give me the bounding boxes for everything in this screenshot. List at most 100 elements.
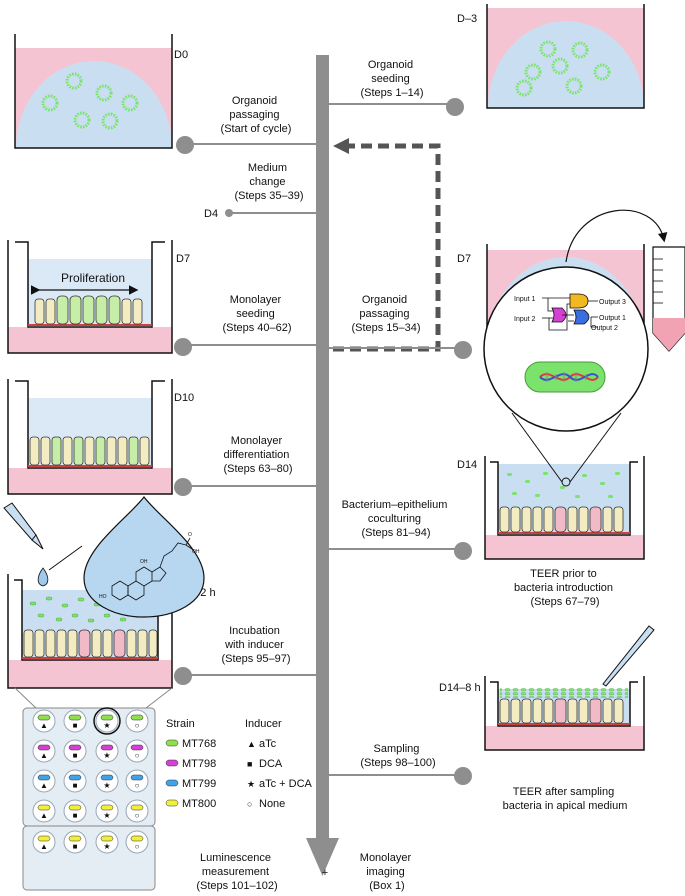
svg-text:O: O (188, 532, 192, 538)
teer-prior-label: TEER prior to bacteria introduction (Ste… (514, 568, 616, 608)
epithelial-cell (578, 698, 589, 724)
step-medium-change: Medium change (Steps 35–39) (234, 162, 303, 202)
plate-well: ▲ (32, 769, 56, 793)
well-inducer-symbol: ★ (103, 721, 110, 730)
timeline-branches (174, 98, 472, 785)
plus-sign: + (322, 867, 328, 879)
well-inducer-symbol: ▲ (40, 781, 48, 790)
well-inducer-symbol: ★ (103, 842, 110, 851)
inducer-droplet-icon (37, 567, 49, 587)
genetic-logic-circuit: Input 1 Input 2 Output 3 Output 1 Output… (514, 293, 626, 393)
svg-text:OH: OH (192, 549, 200, 555)
sampling-pipette-icon (602, 625, 655, 687)
well-inducer-symbol: ■ (73, 842, 78, 851)
well-inducer-symbol: ■ (73, 781, 78, 790)
legend-strain-label: MT768 (182, 738, 216, 750)
transwell-d10: D10 (7, 379, 194, 495)
plate-well: ○ (125, 739, 149, 763)
monolayer-cells-d10 (29, 436, 150, 466)
well-inducer-symbol: ■ (73, 811, 78, 820)
legend-strain-label: MT800 (182, 798, 216, 810)
step-monolayer-differentiation: Monolayer differentiation (Steps 63–80) (223, 435, 292, 475)
step-organoid-passaging-start: Organoid passaging (Start of cycle) (221, 95, 292, 135)
epithelial-cell (567, 698, 578, 724)
pipette-icon (3, 502, 44, 550)
day-label-d7-right: D7 (457, 253, 471, 265)
well-inducer-symbol: ★ (103, 811, 110, 820)
legend-strain-label: MT798 (182, 758, 216, 770)
legend-inducer-label: aTc + DCA (259, 778, 313, 790)
epithelial-cell (554, 698, 567, 724)
step-sampling: Sampling (Steps 98–100) (360, 743, 435, 769)
plate-well: ○ (125, 830, 149, 854)
epithelial-cell (543, 698, 554, 724)
step-luminescence: Luminescence measurement (Steps 101–102) (196, 852, 277, 892)
day-label-d4: D4 (204, 208, 218, 220)
legend-strain-label: MT799 (182, 778, 216, 790)
plate-well: ▲ (32, 709, 56, 733)
step-organoid-passaging: Organoid passaging (Steps 15–34) (351, 294, 420, 334)
legend-inducer-symbol: ★ (247, 779, 255, 789)
magnified-view (483, 266, 649, 432)
well-inducer-symbol: ○ (135, 751, 140, 760)
circuit-output1: Output 1 (599, 315, 626, 322)
day-label-d14: D14 (457, 459, 477, 471)
legend-inducer-symbol: ○ (247, 799, 252, 809)
legend-strain-swatch (165, 759, 179, 767)
plate-well: ▲ (32, 739, 56, 763)
centrifuge-tube-icon (652, 246, 685, 352)
plate-well: ■ (63, 739, 87, 763)
day-label-d0: D0 (174, 49, 188, 61)
well-d0: D0 (14, 34, 188, 149)
well-inducer-symbol: ■ (73, 751, 78, 760)
well-inducer-symbol: ▲ (40, 751, 48, 760)
step-organoid-seeding: Organoid seeding (Steps 1–14) (361, 59, 424, 99)
plate-well: ★ (95, 709, 119, 733)
well-inducer-symbol: ○ (135, 842, 140, 851)
epithelial-cell (602, 698, 613, 724)
circuit-output3: Output 3 (599, 299, 626, 306)
timeline-axis (306, 55, 339, 876)
plate-well: ■ (63, 769, 87, 793)
epithelial-cell (589, 698, 602, 724)
plate-well: ★ (95, 830, 119, 854)
plate-well: ■ (63, 799, 87, 823)
transwell-d14-2h: D14–2 h (7, 574, 216, 689)
plate-well: ★ (95, 799, 119, 823)
epithelial-cell (532, 698, 543, 724)
monolayer-cells-d14-2h (23, 629, 158, 658)
assay-plate: ▲■★○▲■★○▲■★○▲■★○▲■★○ (22, 707, 156, 891)
day-label-d14-8h: D14–8 h (439, 682, 481, 694)
well-inducer-symbol: ○ (135, 781, 140, 790)
bacteria-d14 (507, 472, 620, 498)
legend-strain-swatch (165, 799, 179, 807)
monolayer-cells-d14-8h (499, 698, 624, 724)
epithelial-cell (499, 698, 510, 724)
epithelial-cell (521, 698, 532, 724)
plate-well: ○ (125, 799, 149, 823)
svg-text:HO: HO (99, 594, 107, 600)
epithelial-cell (613, 698, 624, 724)
well-inducer-symbol: ▲ (40, 842, 48, 851)
well-inducer-symbol: ★ (103, 781, 110, 790)
step-coculturing: Bacterium–epithelium coculturing (Steps … (342, 499, 451, 539)
plate-well: ■ (63, 709, 87, 733)
plate-well: ○ (125, 709, 149, 733)
plate-well: ▲ (32, 799, 56, 823)
legend-inducer-symbol: ■ (247, 759, 252, 769)
monolayer-cells-d7 (34, 295, 143, 325)
epithelial-cell (510, 698, 521, 724)
transwell-d14-8h: D14–8 h (439, 676, 645, 751)
well-d-minus-3: D–3 (457, 4, 645, 109)
step-incubation: Incubation with inducer (Steps 95–97) (221, 625, 290, 665)
legend-inducer-symbol: ▲ (247, 739, 256, 749)
plate-well: ▲ (32, 830, 56, 854)
day-label-d10: D10 (174, 392, 194, 404)
step-monolayer-seeding: Monolayer seeding (Steps 40–62) (222, 294, 291, 334)
step-imaging: Monolayer imaging (Box 1) (360, 852, 414, 892)
legend-inducer-label: aTc (259, 738, 277, 750)
circuit-output2: Output 2 (591, 325, 618, 332)
well-inducer-symbol: ○ (135, 811, 140, 820)
